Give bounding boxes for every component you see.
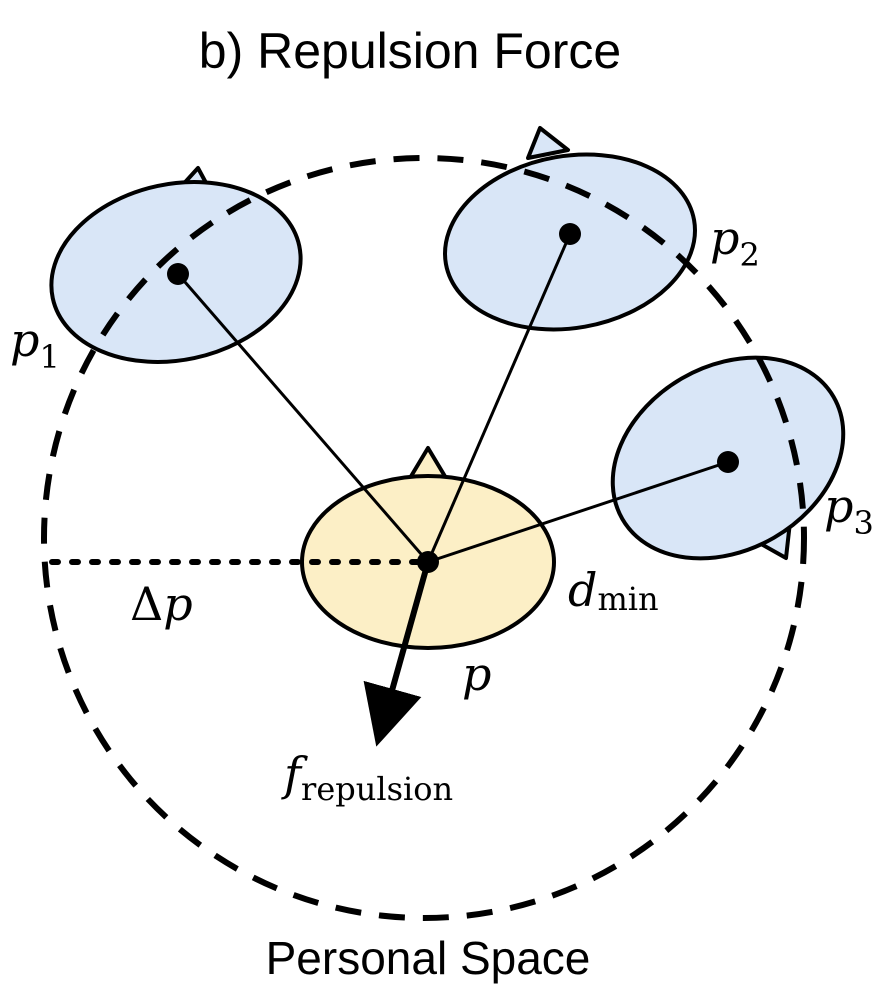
personal-space-boundary xyxy=(41,155,807,921)
repulsion-force-arrow xyxy=(363,561,431,747)
personal-space-caption: Personal Space xyxy=(266,932,591,984)
label-p3: p3 xyxy=(824,479,874,542)
agent-p2-heading-marker xyxy=(526,126,570,160)
agent-p xyxy=(300,446,556,650)
diagram-title: b) Repulsion Force xyxy=(199,23,621,79)
distance-line-p2 xyxy=(426,233,572,563)
agent-p-heading-marker xyxy=(408,446,448,480)
label-d-min: dmin xyxy=(568,563,659,618)
distance-line-p3 xyxy=(427,460,729,564)
label-p1: p1 xyxy=(10,313,60,376)
label-delta-p: Δp xyxy=(130,577,193,631)
agent-p2-center xyxy=(559,223,581,245)
distance-line-p1 xyxy=(176,273,430,563)
label-p: p xyxy=(462,647,491,701)
agent-p3-center xyxy=(717,451,739,473)
label-p2: p2 xyxy=(710,211,760,274)
agent-p-center xyxy=(417,551,439,573)
label-f-repulsion: frepulsion xyxy=(281,747,453,808)
agent-p1-center xyxy=(167,263,189,285)
